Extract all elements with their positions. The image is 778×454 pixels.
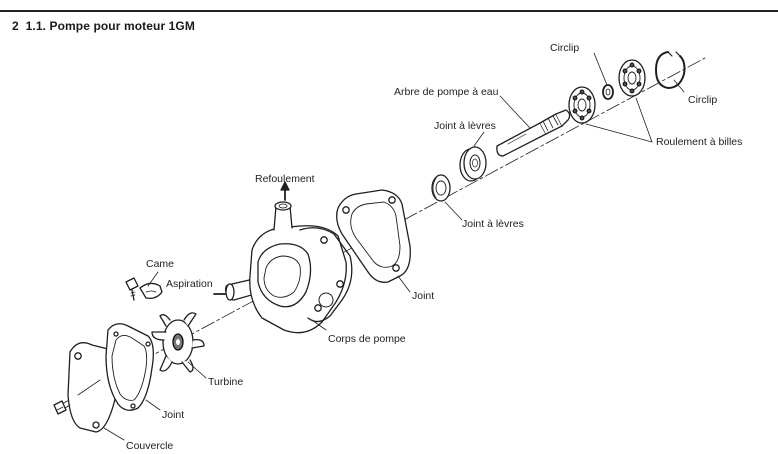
label-joint-right: Joint <box>412 290 435 302</box>
label-refoulement: Refoulement <box>255 173 315 185</box>
bearing-left <box>568 86 596 124</box>
came-part <box>125 277 163 301</box>
corps-de-pompe-part <box>224 201 353 334</box>
joint-right-part <box>336 189 411 283</box>
circlip-small <box>602 84 614 100</box>
label-couvercle: Couvercle <box>126 440 174 452</box>
section-title: 1.1. Pompe pour moteur 1GM <box>25 19 195 33</box>
cover-screw <box>53 400 71 415</box>
section-number: 2 <box>12 19 19 33</box>
bearing-right <box>618 59 646 97</box>
circlip-large <box>655 51 686 89</box>
refoulement-arrow <box>280 181 290 201</box>
label-joint-left: Joint <box>162 409 185 421</box>
turbine-part <box>151 312 205 373</box>
label-aspiration: Aspiration <box>166 278 213 290</box>
joint-left-part <box>105 323 154 411</box>
label-came: Came <box>146 258 175 270</box>
label-corps: Corps de pompe <box>328 333 406 345</box>
shaft-part <box>496 109 571 157</box>
page-heading: 2 1.1. Pompe pour moteur 1GM <box>12 19 195 33</box>
label-joint-levres-top: Joint à lèvres <box>434 120 496 132</box>
label-joint-levres-mid: Joint à lèvres <box>462 218 524 230</box>
label-circlip-right: Circlip <box>688 94 718 106</box>
label-circlip-top: Circlip <box>550 42 580 54</box>
leader-lines <box>103 52 685 441</box>
lip-seal-small <box>431 174 451 202</box>
lip-seal-large <box>459 146 487 182</box>
label-roulement: Roulement à billes <box>656 136 743 148</box>
label-arbre: Arbre de pompe à eau <box>394 86 499 98</box>
header-rule <box>0 10 778 12</box>
label-turbine: Turbine <box>208 376 244 388</box>
